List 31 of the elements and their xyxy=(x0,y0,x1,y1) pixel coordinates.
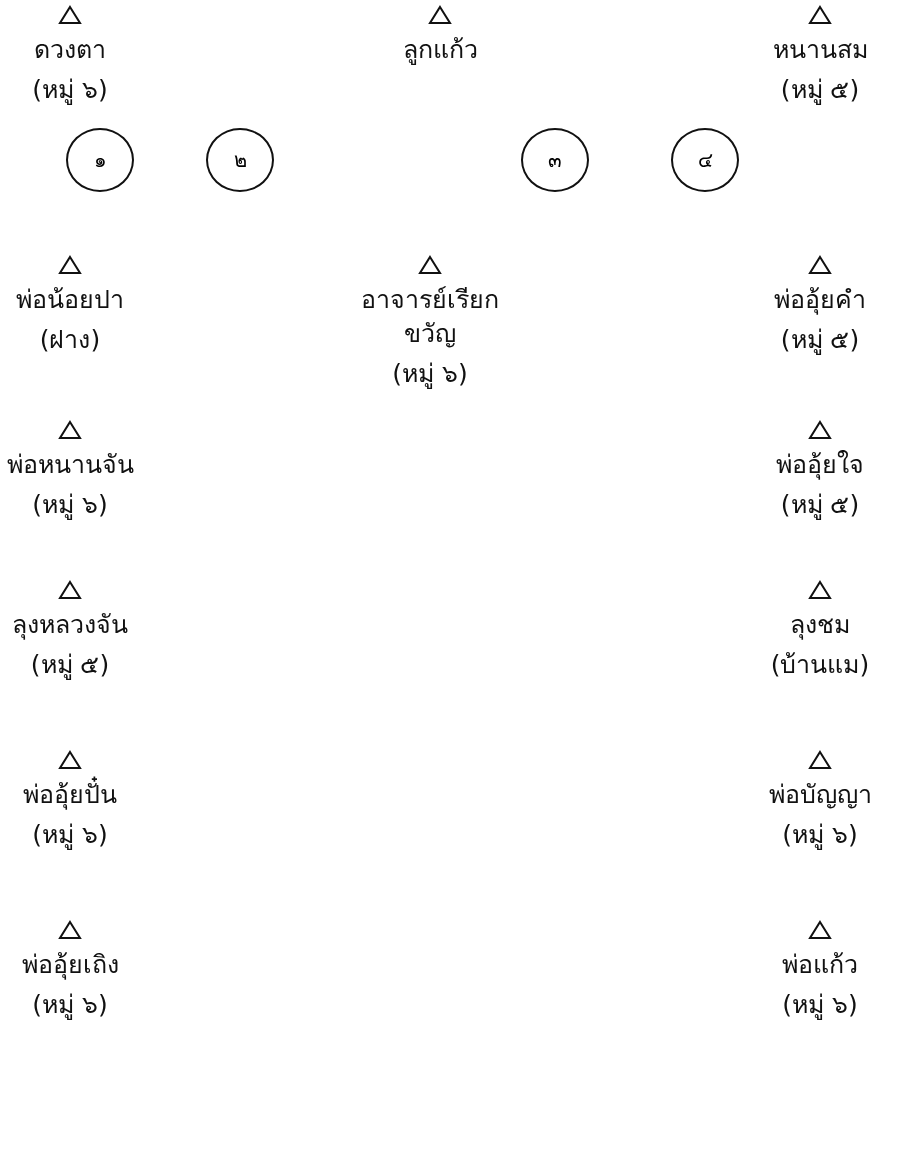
numbered-circle: ๑ xyxy=(66,128,134,192)
name-label: ลูกแก้ว xyxy=(402,34,478,67)
name-label: พ่อบัญญา xyxy=(768,779,872,811)
name-label: อาจารย์เรียกขวัญ xyxy=(360,284,500,350)
name-label: ลุงหลวงจัน xyxy=(12,609,128,642)
village-label: (หมู่ ๕) xyxy=(780,324,860,357)
name-label: พ่ออุ้ยปั๋น xyxy=(23,778,117,812)
village-label: (หมู่ ๖) xyxy=(32,489,108,522)
numbered-circle: ๓ xyxy=(521,128,589,192)
numbered-circle: ๒ xyxy=(206,128,274,192)
village-label: (หมู่ ๖) xyxy=(782,819,858,852)
name-label: หนานสม xyxy=(772,34,868,66)
village-label: (หมู่ ๖) xyxy=(32,989,108,1022)
name-label: พ่ออุ้ยใจ xyxy=(776,449,864,482)
village-label: (บ้านแม) xyxy=(770,649,870,681)
village-label: (หมู่ ๕) xyxy=(30,649,110,682)
name-label: พ่อน้อยปา xyxy=(16,284,124,316)
name-label: พ่อหนานจัน xyxy=(6,449,134,481)
village-label: (หมู่ ๕) xyxy=(780,74,860,107)
name-label: ลุงชม xyxy=(790,609,850,642)
name-label: พ่อแก้ว xyxy=(782,949,858,981)
name-label: พ่ออุ้ยคำ xyxy=(774,284,866,317)
village-label: (หมู่ ๖) xyxy=(32,819,108,852)
village-label: (หมู่ ๖) xyxy=(32,74,108,107)
name-label: พ่ออุ้ยเถิง xyxy=(21,949,119,982)
name-label: ดวงตา xyxy=(34,34,106,66)
village-label: (หมู่ ๖) xyxy=(392,358,468,391)
village-label: (หมู่ ๖) xyxy=(782,989,858,1022)
village-label: (หมู่ ๕) xyxy=(780,489,860,522)
village-label: (ฝาง) xyxy=(39,324,101,356)
numbered-circle: ๔ xyxy=(671,128,739,192)
